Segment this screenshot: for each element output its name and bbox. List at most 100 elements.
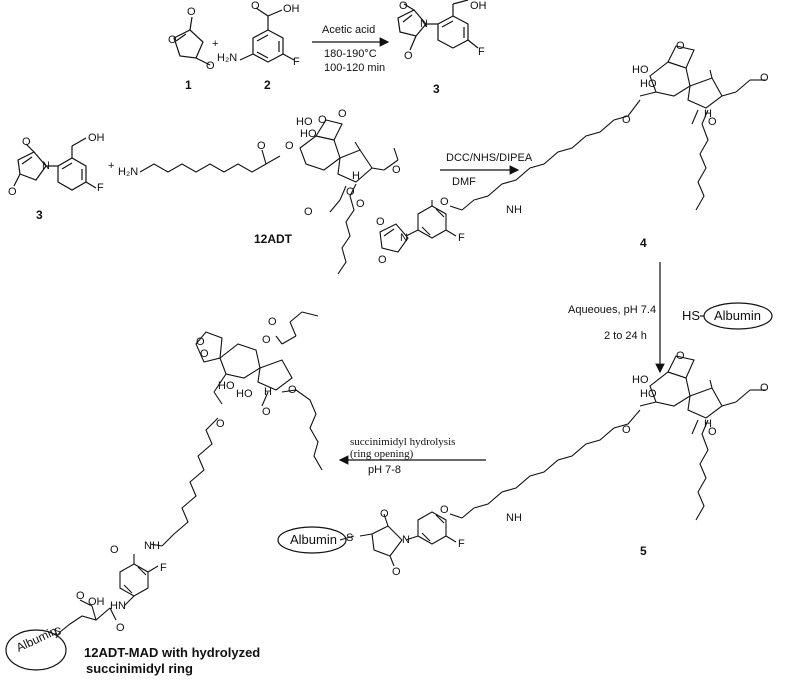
atom-o: O bbox=[285, 140, 294, 152]
atom-o: O bbox=[404, 50, 413, 62]
reaction-4-ring-opening: (ring opening) bbox=[350, 448, 414, 460]
atom-o: O bbox=[262, 334, 271, 346]
atom-o: O bbox=[318, 114, 327, 126]
reaction-4-hydrolysis: succinimidyl hydrolysis bbox=[350, 436, 456, 448]
atom-ho: HO bbox=[640, 388, 657, 400]
compound-2-structure bbox=[239, 7, 295, 63]
atom-f: F bbox=[160, 562, 167, 574]
atom-n: N bbox=[420, 18, 428, 30]
albumin-oval-5 bbox=[277, 526, 347, 554]
reaction-3-condition: Aqueoues, pH 7.4 bbox=[568, 304, 657, 316]
atom-o: O bbox=[760, 382, 769, 394]
compound-4-structure bbox=[379, 45, 766, 253]
reaction-2-solvent: DMF bbox=[452, 176, 476, 188]
compound-3-structure-top bbox=[397, 0, 479, 51]
compound-1-structure bbox=[173, 16, 211, 66]
final-product-line-1: 12ADT-MAD with hydrolyzed bbox=[84, 645, 261, 660]
reaction-4-ph: pH 7-8 bbox=[368, 464, 402, 476]
atom-h: H bbox=[704, 108, 712, 120]
atom-h2n: H₂N bbox=[118, 166, 139, 178]
albumin-oval-final bbox=[5, 629, 67, 671]
atom-nh: NH bbox=[506, 512, 522, 524]
atom-o: O bbox=[110, 544, 119, 556]
final-product-structure bbox=[55, 311, 323, 639]
atom-o: O bbox=[392, 164, 401, 176]
atom-o: O bbox=[196, 336, 205, 348]
atom-o: O bbox=[338, 108, 347, 120]
atom-h: H bbox=[352, 170, 360, 182]
atom-o: O bbox=[399, 0, 408, 12]
atom-o: O bbox=[380, 508, 389, 520]
atom-f: F bbox=[458, 232, 465, 244]
reaction-3-time: 2 to 24 h bbox=[604, 330, 647, 342]
atom-f: F bbox=[478, 46, 485, 58]
atom-o: O bbox=[200, 348, 209, 360]
final-product-line-2: succinimidyl ring bbox=[86, 661, 193, 676]
atom-oh: OH bbox=[88, 132, 105, 144]
compound-5-number: 5 bbox=[640, 544, 647, 558]
atom-h: H bbox=[704, 418, 712, 430]
atom-o: O bbox=[356, 198, 365, 210]
atom-o: O bbox=[622, 424, 631, 436]
atom-ho: HO bbox=[300, 128, 317, 140]
atom-o: O bbox=[288, 384, 297, 396]
atom-o: O bbox=[76, 590, 85, 602]
atom-o: O bbox=[8, 186, 17, 198]
compound-1-number: 1 bbox=[185, 78, 192, 92]
atom-h2n: H₂N bbox=[217, 52, 238, 64]
atom-o: O bbox=[262, 406, 271, 418]
atom-h: H bbox=[264, 386, 272, 398]
atom-o: O bbox=[440, 196, 449, 208]
atom-o: O bbox=[676, 40, 685, 52]
atom-nh: NH bbox=[144, 540, 160, 552]
atom-oh: OH bbox=[470, 0, 487, 12]
thiol-prefix: HS bbox=[682, 308, 701, 323]
atom-o: O bbox=[346, 186, 355, 198]
compound-12adt-label: 12ADT bbox=[254, 232, 293, 246]
atom-o: O bbox=[187, 6, 196, 18]
atom-o: O bbox=[392, 566, 401, 578]
atom-o: O bbox=[206, 60, 215, 72]
atom-ho: HO bbox=[632, 374, 649, 386]
atom-o: O bbox=[168, 34, 177, 46]
final-product-title: 12ADT-MAD with hydrolyzed succinimidyl r… bbox=[84, 645, 260, 677]
atom-o: O bbox=[268, 316, 277, 328]
atom-n: N bbox=[400, 232, 408, 244]
atom-ho: HO bbox=[632, 64, 649, 76]
plus-sign: + bbox=[108, 160, 115, 172]
atom-o: O bbox=[304, 206, 313, 218]
atom-ho: HO bbox=[640, 78, 657, 90]
atom-o: O bbox=[708, 426, 717, 438]
compound-5-structure bbox=[339, 355, 766, 567]
compound-3-number: 3 bbox=[433, 82, 440, 96]
compound-12adt-structure bbox=[139, 119, 399, 275]
atom-o: O bbox=[440, 504, 449, 516]
atom-o: O bbox=[216, 418, 225, 430]
atom-ho: HO bbox=[296, 116, 313, 128]
atom-ho: HO bbox=[218, 380, 235, 392]
atom-s: S bbox=[54, 626, 62, 638]
reaction-1-reagent: Acetic acid bbox=[322, 24, 376, 36]
atom-o: O bbox=[376, 216, 385, 228]
atom-n: N bbox=[42, 160, 50, 172]
atom-o: O bbox=[622, 114, 631, 126]
compound-2-number: 2 bbox=[264, 78, 271, 92]
atom-f: F bbox=[293, 56, 300, 68]
reaction-2-reagent: DCC/NHS/DIPEA bbox=[446, 152, 533, 164]
plus-sign: + bbox=[212, 38, 219, 50]
atom-s: S bbox=[346, 532, 354, 544]
atom-f: F bbox=[97, 182, 104, 194]
albumin-label-5: Albumin bbox=[290, 532, 337, 547]
atom-hn: HN bbox=[110, 600, 126, 612]
atom-n: N bbox=[402, 534, 410, 546]
atom-o: O bbox=[251, 0, 260, 12]
albumin-label-reagent: Albumin bbox=[714, 308, 761, 323]
atom-o: O bbox=[378, 254, 387, 266]
atom-oh: OH bbox=[88, 596, 105, 608]
atom-oh: OH bbox=[283, 3, 300, 15]
atom-nh: NH bbox=[506, 204, 522, 216]
atom-ho: HO bbox=[236, 388, 253, 400]
atom-o: O bbox=[116, 622, 125, 634]
atom-f: F bbox=[458, 538, 465, 550]
